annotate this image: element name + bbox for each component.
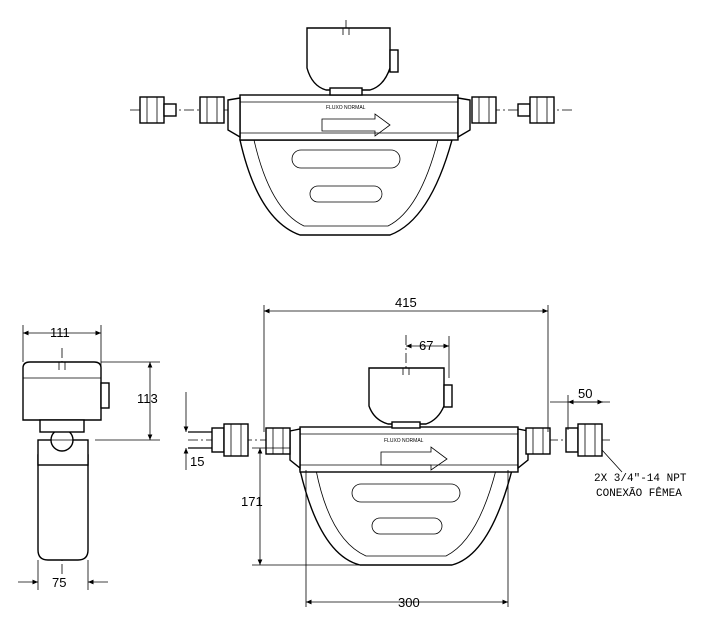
- side-view: [22, 348, 110, 575]
- dim-head-offset: 67: [419, 338, 433, 353]
- top-flow-arrow: [321, 113, 391, 137]
- dimension-texts: 415 67 50 111 113 75 15 171 300 2X 3/4"-…: [50, 295, 687, 610]
- front-flow-label: FLUXO NORMAL: [384, 438, 424, 444]
- top-fitting-left-outer: [139, 96, 177, 124]
- front-bracket: [299, 469, 513, 566]
- top-sensor-body: [239, 94, 459, 141]
- dim-side-base-width: 75: [52, 575, 66, 590]
- front-fitting-right-outer: [565, 423, 603, 457]
- top-transmitter-head: [306, 27, 399, 96]
- dim-side-width: 111: [50, 325, 70, 340]
- dim-pipe-offset: 15: [190, 454, 204, 469]
- top-view: FLUXO NORMAL: [130, 20, 575, 236]
- side-leg: [37, 454, 89, 561]
- front-flow-arrow: [380, 446, 448, 471]
- dim-bracket-width: 300: [398, 595, 420, 610]
- dimension-lines: [18, 305, 623, 607]
- dim-fitting-length: 50: [578, 386, 592, 401]
- dim-overall-length: 415: [395, 295, 417, 310]
- top-fitting-right-outer: [517, 96, 555, 124]
- top-fitting-left-inner: [199, 96, 225, 124]
- side-head: [22, 361, 102, 421]
- dim-bottom-height: 171: [241, 494, 263, 509]
- dim-side-height: 113: [137, 391, 158, 406]
- front-transmitter-head: [368, 367, 453, 429]
- front-fitting-right-inner: [525, 427, 551, 455]
- front-sensor-body: [299, 426, 519, 473]
- front-fitting-left-outer: [211, 423, 249, 457]
- connection-note-line2: CONEXÃO FÊMEA: [596, 486, 682, 500]
- front-view: FLUXO NORMAL: [188, 335, 610, 566]
- top-flow-label: FLUXO NORMAL: [326, 105, 366, 111]
- front-fitting-left-inner: [265, 427, 291, 455]
- connection-note-line1: 2X 3/4"-14 NPT: [594, 473, 687, 485]
- top-fitting-right-inner: [471, 96, 497, 124]
- top-bracket: [239, 139, 453, 236]
